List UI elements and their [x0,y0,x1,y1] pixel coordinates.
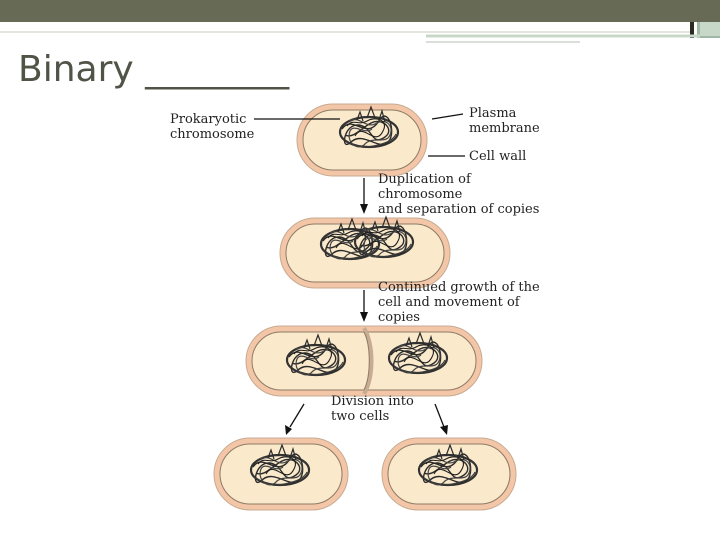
header-bar [0,0,720,22]
arrow-division-right [434,403,448,435]
cell-original [296,103,428,177]
arrow-step2 [360,290,368,322]
label-cell-wall: Cell wall [469,149,527,164]
label-step-duplication: Duplication of chromosome and separation… [378,172,540,217]
arrow-division-left [285,403,305,435]
label-step-growth: Continued growth of the cell and movemen… [378,280,540,325]
arrow-step1 [360,178,368,214]
membrane-leader-line [431,113,464,120]
label-step-division: Division into two cells [331,394,414,424]
daughter-cell-left [213,437,349,511]
label-plasma-membrane: Plasma membrane [469,106,540,136]
daughter-cell-right [381,437,517,511]
slide-title: Binary ________ [18,49,290,90]
cell-duplicating [279,215,451,289]
cell-elongated [245,325,483,397]
header-decoration [0,22,720,43]
label-prokaryotic-chromosome: Prokaryotic chromosome [170,112,255,142]
